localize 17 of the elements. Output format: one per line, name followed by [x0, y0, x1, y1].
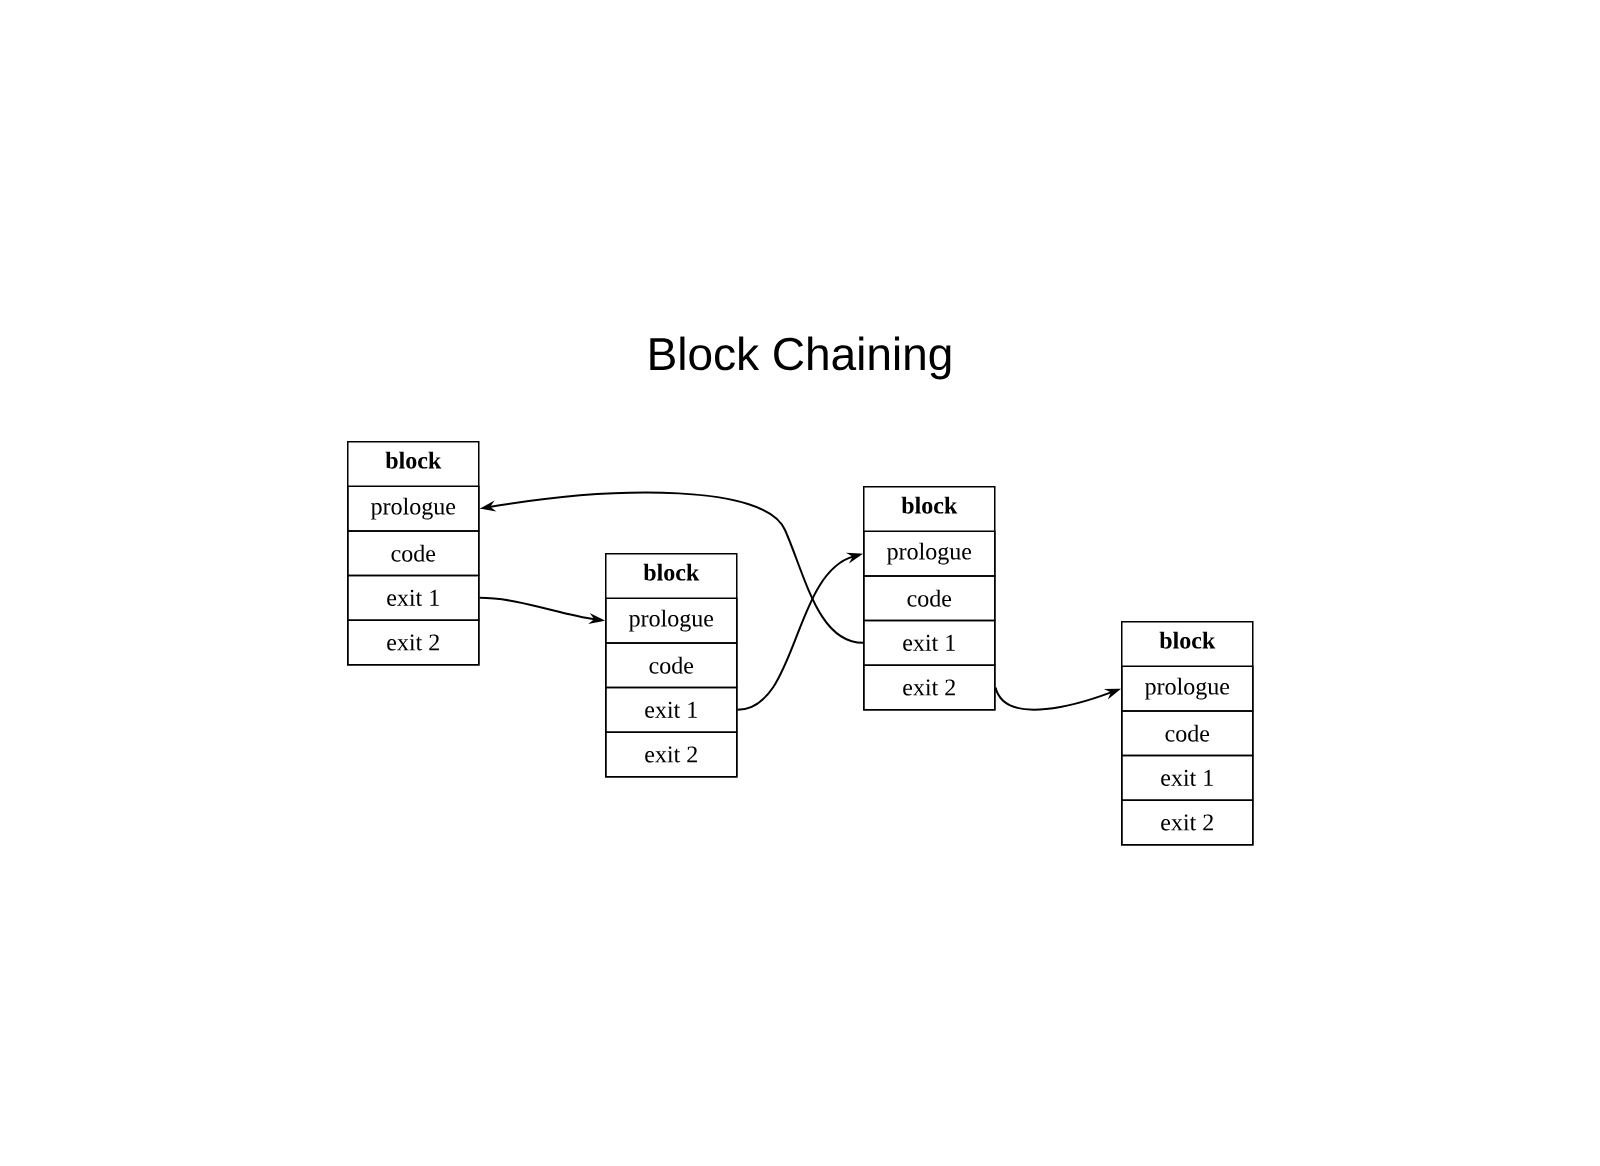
table-cell: exit 1 [605, 686, 738, 733]
title: Block Chaining [650, 336, 951, 380]
table-cell: exit 1 [863, 619, 996, 666]
table-cell: prologue [347, 485, 480, 532]
table-cell: exit 2 [347, 619, 480, 666]
table-cell: prologue [605, 597, 738, 644]
table-cell: code [605, 642, 738, 689]
table-cell: code [347, 530, 480, 577]
table-cell: exit 1 [347, 574, 480, 621]
table-cell: prologue [1121, 665, 1254, 712]
table-cell: code [863, 575, 996, 622]
table-cell: exit 1 [1121, 754, 1254, 801]
table-cell: exit 2 [1121, 799, 1254, 846]
table-cell: exit 2 [863, 664, 996, 711]
table-cell: code [1121, 710, 1254, 757]
table-cell: prologue [863, 530, 996, 577]
table-cell: exit 2 [605, 731, 738, 778]
